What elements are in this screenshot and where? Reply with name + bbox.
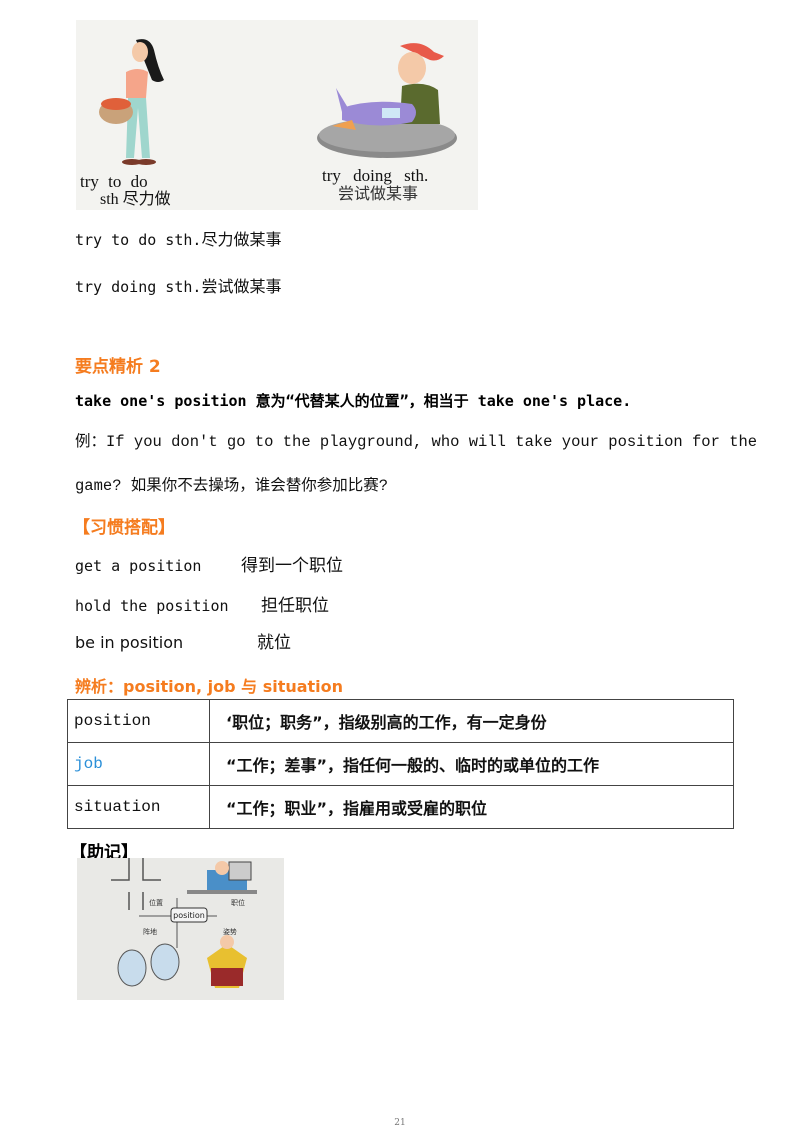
- definition-cell: “工作；差事”，指任何一般的、临时的或单位的工作: [209, 742, 734, 786]
- term-cell: position: [67, 699, 210, 743]
- left-caption-line2: sth 尽力做: [100, 191, 171, 208]
- definition-cell: ‘职位；职务”，指级别高的工作，有一定身份: [209, 699, 734, 743]
- girl-with-basket-figure: [99, 39, 164, 165]
- phrase-zh: 尝试做某事: [201, 277, 282, 296]
- table-row: situation “工作；职业”，指雇用或受雇的职位: [67, 785, 734, 829]
- collocation-zh: 就位: [257, 633, 291, 653]
- svg-text:position: position: [173, 911, 205, 920]
- comparison-heading: 辨析：position, job 与 situation: [75, 677, 344, 696]
- collocation-zh: 担任职位: [261, 596, 329, 616]
- term-link-job[interactable]: job: [67, 742, 210, 786]
- svg-text:阵地: 阵地: [143, 927, 157, 936]
- collocation-en: be in position: [75, 633, 184, 652]
- collocation-item: hold the position 担任职位: [75, 591, 329, 616]
- collocation-en: get a position: [75, 557, 202, 575]
- svg-text:位置: 位置: [149, 898, 163, 907]
- svg-text:姿势: 姿势: [223, 927, 237, 936]
- example-line-1: 例：If you don't go to the playground, who…: [75, 433, 758, 451]
- left-caption-line1: try to do: [80, 172, 148, 191]
- boy-with-airplane-figure: [317, 43, 457, 158]
- section-heading: 要点精析 2: [75, 357, 161, 377]
- phrase-en: try doing sth.: [75, 278, 202, 296]
- page-number: 21: [394, 1118, 406, 1128]
- mnemonic-illustration: position 位置 职位 阵地 姿势: [77, 858, 284, 1000]
- term-cell: situation: [67, 785, 210, 829]
- collocation-item: get a position 得到一个职位: [75, 551, 343, 576]
- collocation-item: be in position 就位: [75, 628, 291, 653]
- right-caption-line1: try doing sth.: [322, 166, 429, 185]
- phrase-en: try to do sth.: [75, 231, 202, 249]
- comparison-table: position ‘职位；职务”，指级别高的工作，有一定身份 job “工作；差…: [67, 699, 734, 829]
- example-line-2: game? 如果你不去操场，谁会替你参加比赛?: [75, 477, 389, 495]
- collocation-zh: 得到一个职位: [241, 556, 343, 576]
- collocations-heading: 【习惯搭配】: [73, 518, 175, 538]
- position-mind-map-image: position 位置 职位 阵地 姿势: [111, 858, 257, 988]
- definition-line: take one's position 意为“代替某人的位置”，相当于 take…: [75, 392, 632, 410]
- phrase-zh: 尽力做某事: [201, 230, 282, 249]
- table-row: job “工作；差事”，指任何一般的、临时的或单位的工作: [67, 742, 734, 786]
- collocation-en: hold the position: [75, 597, 229, 615]
- try-to-do-illustration: try to do sth 尽力做 try doing sth. 尝试做某事: [76, 20, 478, 210]
- table-row: position ‘职位；职务”，指级别高的工作，有一定身份: [67, 699, 734, 743]
- phrase-line: try to do sth.尽力做某事: [75, 226, 281, 250]
- phrase-line: try doing sth.尝试做某事: [75, 273, 281, 297]
- definition-cell: “工作；职业”，指雇用或受雇的职位: [209, 785, 734, 829]
- svg-text:职位: 职位: [231, 898, 245, 907]
- right-caption-line2: 尝试做某事: [338, 186, 419, 203]
